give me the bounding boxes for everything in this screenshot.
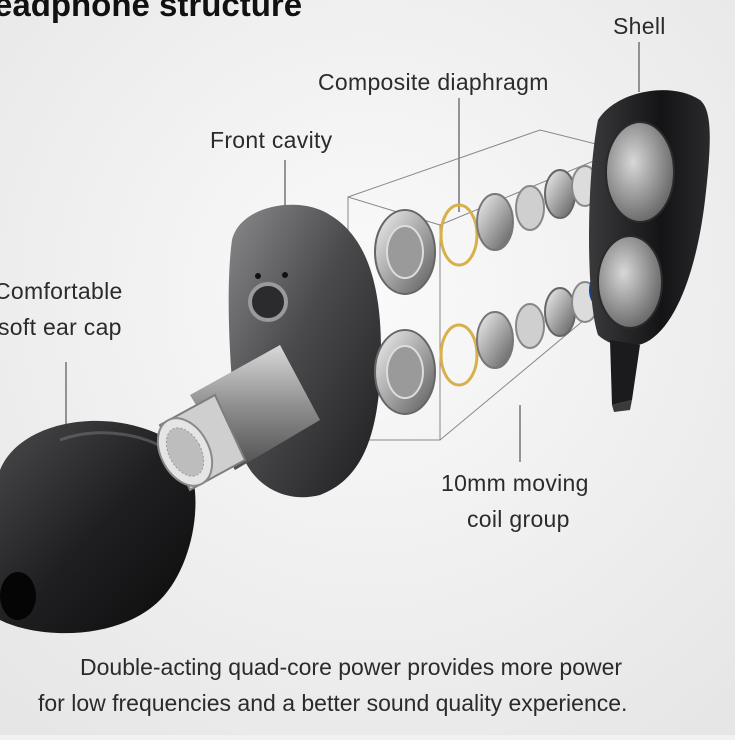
page-title: eadphone structure — [0, 0, 303, 23]
label-ear-cap-line1: Comfortable — [0, 278, 123, 304]
label-shell: Shell — [613, 13, 666, 39]
shell — [589, 90, 710, 412]
nozzle — [156, 345, 320, 492]
caption-line2: for low frequencies and a better sound q… — [38, 690, 628, 716]
diaphragm-upper — [439, 203, 479, 267]
label-composite-diaphragm: Composite diaphragm — [318, 69, 549, 95]
leader-lines — [65, 42, 640, 462]
label-coil-line2: coil group — [467, 506, 570, 532]
diaphragm-lower — [439, 323, 479, 387]
driver-stack-upper — [374, 159, 619, 295]
caption-line1: Double-acting quad-core power provides m… — [80, 654, 623, 680]
label-ear-cap-line2: soft ear cap — [0, 314, 122, 340]
label-coil-line1: 10mm moving — [441, 470, 589, 496]
label-front-cavity: Front cavity — [210, 127, 333, 153]
